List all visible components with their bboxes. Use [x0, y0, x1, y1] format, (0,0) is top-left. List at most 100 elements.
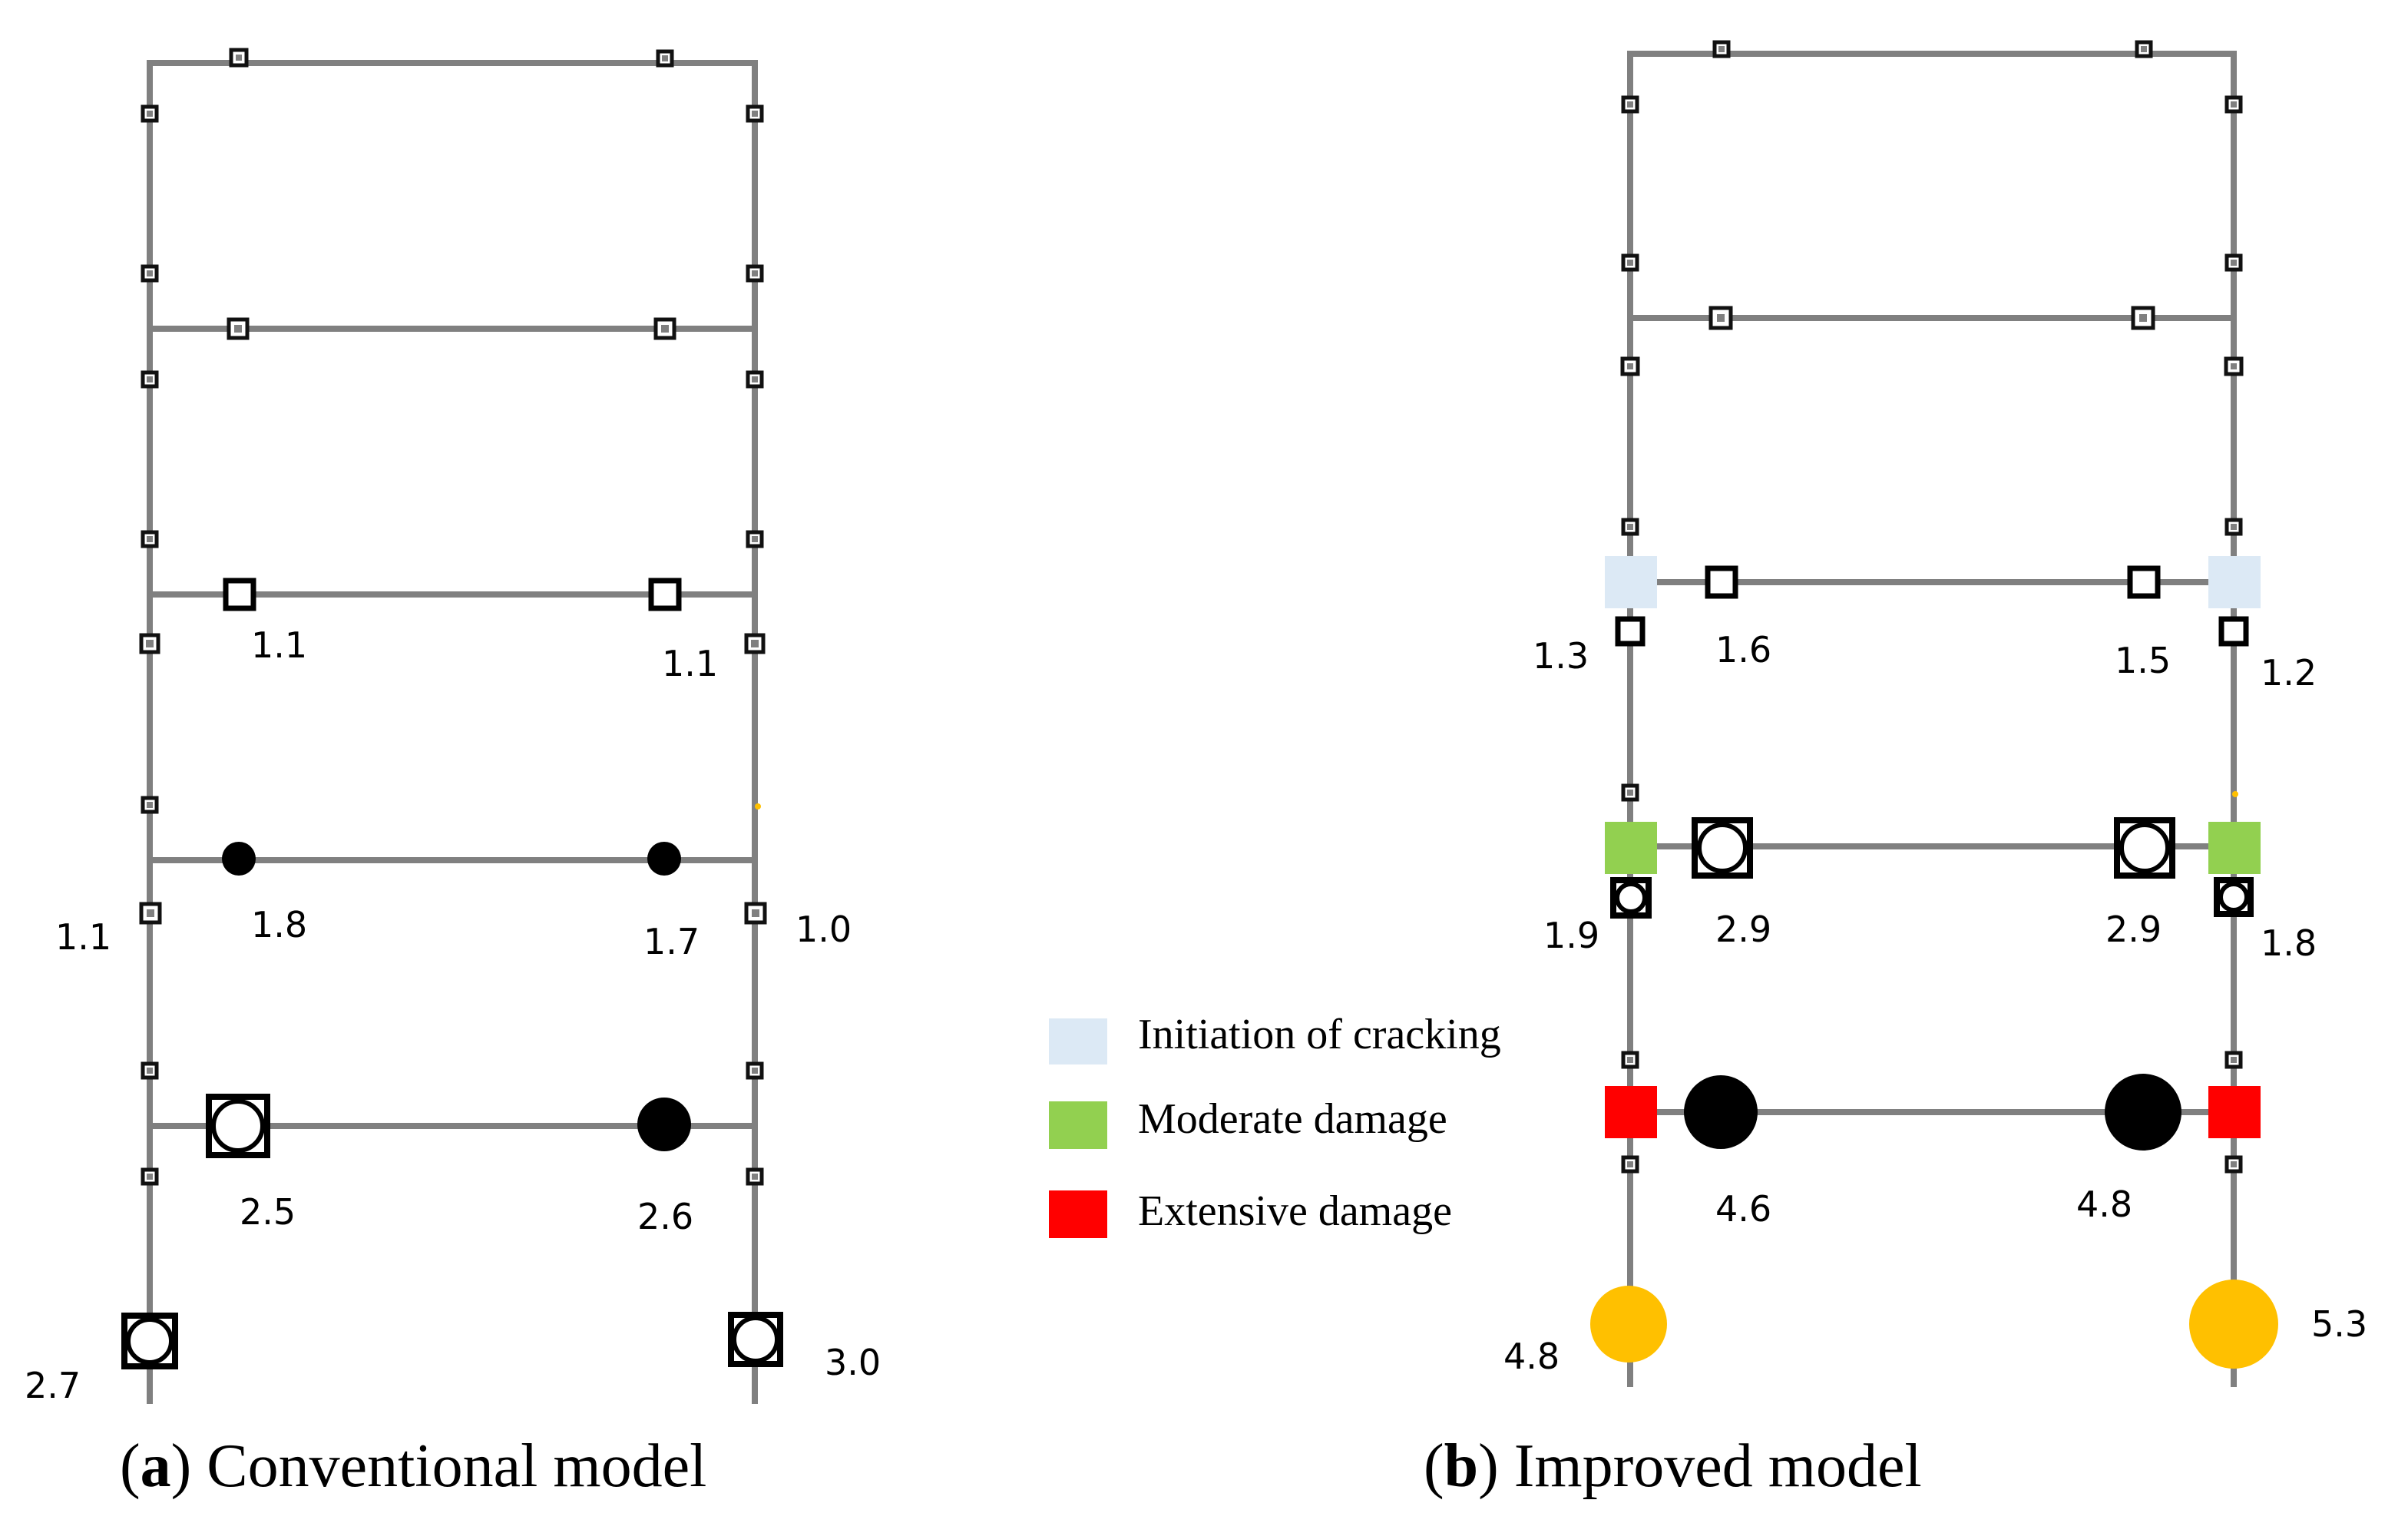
panel-a-value-labels: 1.1 1.1 1.1 1.8 1.7 1.0 2.5 2.6 2.7 3.0 — [25, 624, 881, 1406]
hinge-marker — [744, 902, 767, 925]
hinge-marker — [656, 49, 674, 68]
panel-a-conventional-model: 1.1 1.1 1.1 1.8 1.7 1.0 2.5 2.6 2.7 3.0 … — [25, 48, 881, 1500]
joint-moderate-marker — [1605, 822, 1657, 874]
hinge-marker — [1620, 356, 1640, 376]
panel-a-minor-hinges — [139, 48, 767, 1186]
hinge-marker — [1621, 518, 1639, 536]
panel-b-frame — [1627, 51, 2237, 1387]
hinge-marker — [1692, 817, 1753, 879]
panel-b-yield-hinges — [1615, 565, 2249, 647]
panel-b-label-base-left: 4.8 — [1503, 1336, 1560, 1377]
hinge-marker — [1615, 616, 1646, 647]
hinge-marker — [1684, 1075, 1758, 1149]
hinge-marker — [2224, 253, 2243, 272]
panel-a-label-floor2-left-beam: 1.8 — [251, 904, 307, 945]
hinge-marker — [141, 370, 159, 389]
panel-b-minor-hinges — [1620, 40, 2244, 1174]
hinge-marker — [1708, 306, 1733, 330]
panel-a-label-floor3-left-beam: 1.1 — [251, 624, 307, 666]
hinge-marker — [2224, 356, 2244, 376]
panel-a-small-marker — [755, 803, 761, 810]
hinge-marker — [121, 1313, 178, 1369]
hinge-marker — [746, 1167, 764, 1186]
hinge-marker — [746, 530, 764, 548]
joint-extensive-marker — [2208, 1086, 2261, 1138]
panel-a-severe-hinges — [222, 842, 691, 1151]
hinge-marker — [2224, 1155, 2243, 1174]
panel-b-caption: (b) Improved model — [1424, 1432, 1922, 1500]
joint-extensive-marker — [1605, 1086, 1657, 1138]
hinge-marker — [1621, 253, 1639, 272]
panel-a-label-floor2-right-col: 1.0 — [796, 909, 852, 950]
panel-b-label-base-right: 5.3 — [2311, 1303, 2367, 1345]
panel-b-label-floor3-right-beam: 1.5 — [2115, 640, 2171, 681]
hinge-collapse-marker — [2189, 1280, 2278, 1369]
hinge-marker — [141, 796, 159, 814]
legend-label-moderate: Moderate damage — [1138, 1095, 1447, 1143]
hinge-marker — [1621, 783, 1639, 802]
hinge-marker — [141, 1167, 159, 1186]
hinge-marker — [2127, 565, 2161, 599]
joint-cracking-marker — [1605, 556, 1657, 608]
panel-b-severe-hinges — [1684, 1074, 2181, 1151]
panel-b-improved-model: 1.3 1.6 1.5 1.2 1.9 2.9 2.9 1.8 4.6 4.8 … — [1424, 40, 2367, 1500]
panel-b-label-floor2-right-col: 1.8 — [2261, 922, 2317, 964]
panel-a-label-base-left: 2.7 — [25, 1365, 81, 1406]
panel-a-label-base-right: 3.0 — [825, 1342, 881, 1383]
panel-b-damage-joints — [1605, 556, 2261, 1138]
legend: Initiation of cracking Moderate damage E… — [1049, 1011, 1501, 1238]
hinge-marker — [229, 48, 249, 68]
hinge-marker — [139, 902, 162, 925]
panel-b-label-floor1-right-beam: 4.8 — [2076, 1184, 2132, 1225]
hinge-marker — [2105, 1074, 2181, 1151]
hinge-marker — [1705, 565, 1738, 599]
hinge-marker — [1621, 1051, 1639, 1069]
hinge-marker — [222, 842, 256, 876]
hinge-marker — [141, 1061, 159, 1080]
panel-b-label-floor2-left-col: 1.9 — [1543, 915, 1599, 956]
joint-moderate-marker — [2208, 822, 2261, 874]
hinge-marker — [746, 1061, 764, 1080]
hinge-marker — [141, 104, 159, 123]
panel-a-label-floor1-left-beam: 2.5 — [240, 1191, 296, 1233]
panel-b-label-floor3-right-col: 1.2 — [2261, 652, 2317, 694]
panel-b-collapse-hinges — [1590, 1280, 2278, 1369]
panel-b-value-labels: 1.3 1.6 1.5 1.2 1.9 2.9 2.9 1.8 4.6 4.8 … — [1503, 629, 2367, 1377]
hinge-marker — [746, 370, 764, 389]
panel-a-label-floor2-right-beam: 1.7 — [643, 921, 700, 962]
panel-a-yield-hinges — [223, 578, 682, 611]
panel-b-label-floor1-left-beam: 4.6 — [1715, 1188, 1771, 1230]
joint-cracking-marker — [2208, 556, 2261, 608]
hinge-marker — [2224, 518, 2243, 536]
hinge-marker — [653, 317, 676, 340]
hinge-marker — [2218, 616, 2249, 647]
hinge-marker — [139, 633, 160, 654]
panel-b-label-floor3-left-col: 1.3 — [1533, 635, 1589, 677]
panel-a-label-floor3-right-beam: 1.1 — [662, 643, 718, 684]
legend-swatch-cracking — [1049, 1018, 1107, 1064]
hinge-marker — [223, 578, 256, 611]
hinge-marker — [206, 1094, 270, 1158]
hinge-marker — [1621, 95, 1639, 114]
legend-item-moderate: Moderate damage — [1049, 1095, 1447, 1149]
hinge-marker — [141, 530, 159, 548]
hinge-marker — [2114, 817, 2175, 879]
hinge-marker — [728, 1312, 783, 1367]
legend-item-cracking: Initiation of cracking — [1049, 1011, 1501, 1064]
legend-label-cracking: Initiation of cracking — [1138, 1011, 1501, 1058]
legend-swatch-extensive — [1049, 1190, 1107, 1238]
hinge-marker — [141, 264, 159, 283]
panel-b-label-floor3-left-beam: 1.6 — [1715, 629, 1771, 670]
panel-a-label-floor1-right-beam: 2.6 — [637, 1196, 693, 1237]
hinge-marker — [647, 842, 681, 876]
hinge-marker — [2224, 95, 2243, 114]
legend-swatch-moderate — [1049, 1101, 1107, 1149]
panel-b-small-marker — [2232, 791, 2238, 797]
panel-a-label-floor2-left-col: 1.1 — [55, 916, 111, 958]
panel-a-caption: (a) Conventional model — [120, 1432, 706, 1500]
hinge-marker — [1610, 877, 1652, 919]
hinge-marker — [744, 633, 766, 654]
legend-item-extensive: Extensive damage — [1049, 1187, 1452, 1238]
hinge-collapse-marker — [1590, 1286, 1667, 1362]
